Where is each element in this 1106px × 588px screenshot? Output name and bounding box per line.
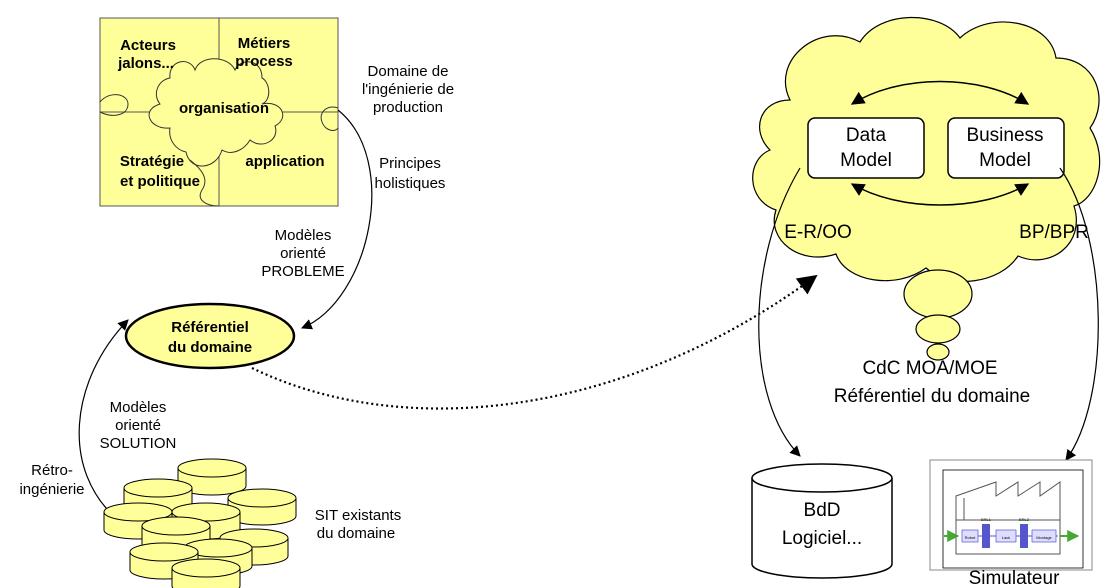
sit-cylinder <box>227 488 297 526</box>
svg-text:BRL1: BRL1 <box>981 517 992 522</box>
svg-text:PROBLEME: PROBLEME <box>261 263 344 280</box>
principes-label: Principes holistiques <box>375 155 446 192</box>
svg-text:l'ingénierie de: l'ingénierie de <box>362 81 454 98</box>
puzzle-top-right-line2: process <box>235 53 293 70</box>
svg-text:du domaine: du domaine <box>317 525 395 542</box>
bp-to-sim-arrow <box>1059 167 1099 461</box>
simulator-box: Robot BRL1 Lack BRL2 Montage <box>929 459 1093 571</box>
referentiel-node: Référentiel du domaine <box>124 302 296 370</box>
cdc-label: CdC MOA/MOE Référentiel du domaine <box>834 358 1030 407</box>
svg-text:Montage: Montage <box>1036 535 1052 540</box>
business-model-box: Business Model <box>947 117 1065 179</box>
thought-cloud: Data Model Business Model E-R/OO BP/BPR <box>752 16 1101 361</box>
sit-label: SIT existants du domaine <box>315 507 401 542</box>
solution-arrow <box>78 319 129 521</box>
simulateur-label: Simulateur <box>969 568 1060 588</box>
svg-text:Modèles: Modèles <box>275 227 332 244</box>
cloud-bubble-1 <box>903 269 973 319</box>
svg-text:production: production <box>373 99 443 116</box>
models-bottom-arrow <box>850 183 1030 206</box>
models-top-arrow <box>850 80 1030 105</box>
svg-text:Logiciel...: Logiciel... <box>782 528 862 549</box>
sit-cylinder <box>129 542 199 580</box>
svg-text:Business: Business <box>966 125 1043 146</box>
svg-text:Rétro-: Rétro- <box>31 462 73 479</box>
modeles-probleme-label: Modèles orienté PROBLEME <box>261 227 344 280</box>
svg-text:Principes: Principes <box>379 155 441 172</box>
retro-label: Rétro- ingénierie <box>19 462 84 498</box>
puzzle-top-left-line2: jalons... <box>117 55 174 72</box>
modeles-solution-label: Modèles orienté SOLUTION <box>100 399 177 452</box>
puzzle-center: organisation <box>179 100 269 117</box>
svg-text:Robot: Robot <box>965 535 977 540</box>
cloud-bubble-3 <box>926 343 950 361</box>
bp-bpr-label: BP/BPR <box>1019 222 1089 243</box>
bdd-cylinder: BdD Logiciel... <box>751 463 893 579</box>
puzzle: Acteurs jalons... Métiers process organi… <box>99 17 339 207</box>
er-to-bdd-arrow <box>758 167 801 457</box>
svg-text:BRL2: BRL2 <box>1019 517 1030 522</box>
svg-text:Model: Model <box>840 150 892 171</box>
dotted-arrow <box>251 274 818 410</box>
puzzle-bottom-right: application <box>245 153 324 170</box>
cloud-shape <box>752 16 1101 282</box>
puzzle-bottom-left-line2: et politique <box>120 173 200 190</box>
svg-text:du domaine: du domaine <box>168 339 252 356</box>
er-oo-label: E-R/OO <box>784 222 852 243</box>
sit-cylinder <box>171 558 241 588</box>
svg-text:Référentiel: Référentiel <box>171 319 249 336</box>
svg-text:Modèles: Modèles <box>110 399 167 416</box>
svg-text:SOLUTION: SOLUTION <box>100 435 177 452</box>
puzzle-top-left-line1: Acteurs <box>120 37 176 54</box>
puzzle-top-right-line1: Métiers <box>238 35 291 52</box>
svg-text:BdD: BdD <box>804 500 841 521</box>
svg-text:ingénierie: ingénierie <box>19 481 84 498</box>
factory-roof <box>955 481 1061 520</box>
svg-text:Data: Data <box>846 125 887 146</box>
domaine-label: Domaine de l'ingénierie de production <box>362 63 454 116</box>
sit-cylinder <box>177 458 247 496</box>
svg-text:Domaine de: Domaine de <box>368 63 449 80</box>
data-model-box: Data Model <box>807 117 925 179</box>
svg-text:orienté: orienté <box>280 245 326 262</box>
puzzle-center-piece <box>148 58 284 167</box>
svg-text:Lack: Lack <box>1002 535 1010 540</box>
svg-text:Référentiel du domaine: Référentiel du domaine <box>834 386 1030 407</box>
svg-text:Model: Model <box>979 150 1031 171</box>
puzzle-bottom-left-line1: Stratégie <box>120 153 184 170</box>
svg-text:orienté: orienté <box>115 417 161 434</box>
probleme-arrow <box>301 109 373 330</box>
cloud-bubble-2 <box>915 314 961 344</box>
sit-cylinders <box>103 458 297 588</box>
svg-text:SIT existants: SIT existants <box>315 507 401 524</box>
svg-text:holistiques: holistiques <box>375 175 446 192</box>
svg-text:CdC MOA/MOE: CdC MOA/MOE <box>862 358 997 379</box>
